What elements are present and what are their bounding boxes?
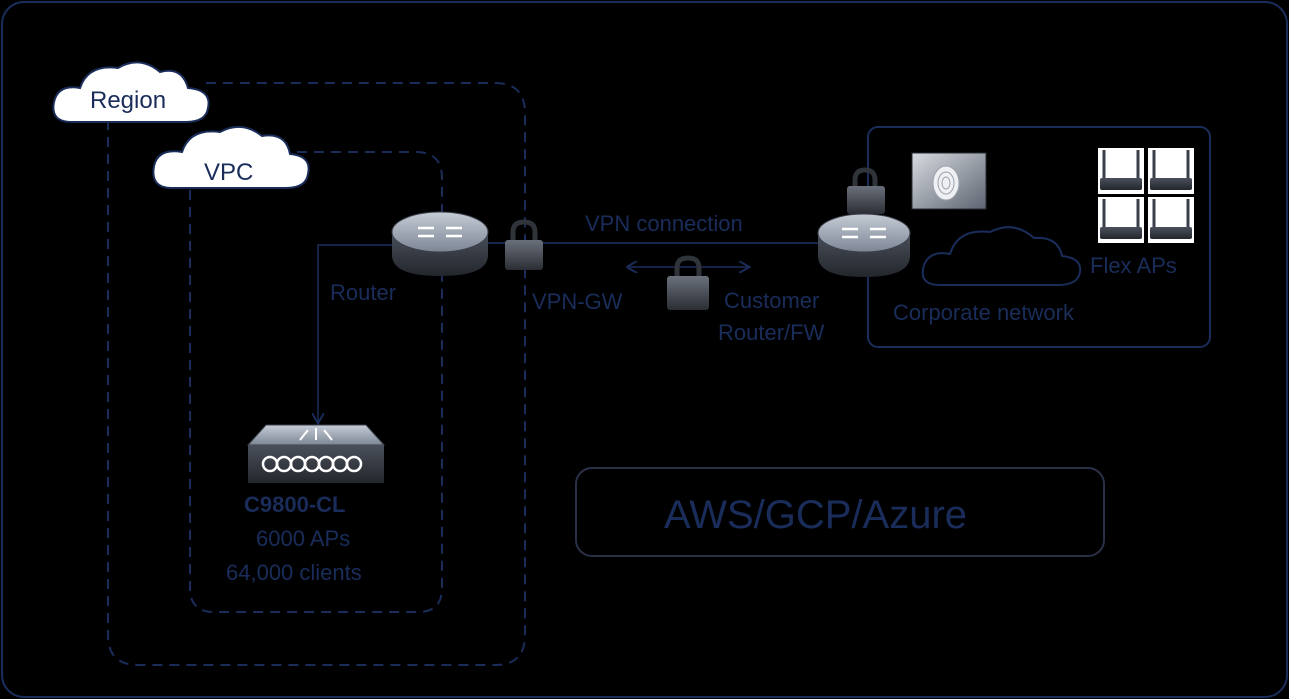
corporate-cloud-icon (921, 226, 1082, 286)
router-controller-link (318, 244, 392, 422)
fingerprint-server-icon (911, 152, 987, 210)
cloud-providers-box (575, 467, 1105, 557)
region-label: Region (90, 87, 166, 114)
flex-aps-icon (1098, 148, 1194, 243)
region-boundary (107, 82, 526, 666)
vpc-boundary (189, 151, 443, 613)
flex-aps-label: Flex APs (1090, 253, 1177, 278)
customer-router-label-line1: Customer (724, 288, 819, 313)
controller-name: C9800-CL (244, 492, 345, 517)
vpn-connection-label: VPN connection (585, 211, 743, 236)
cloud-providers-label: AWS/GCP/Azure (664, 493, 967, 537)
router-icon (391, 211, 489, 276)
vpn-gw-label: VPN-GW (532, 289, 623, 314)
vpc-cloud-icon (152, 125, 310, 189)
corporate-network-label: Corporate network (893, 300, 1075, 325)
controller-aps: 6000 APs (256, 526, 350, 551)
router-label: Router (330, 280, 396, 305)
customer-lock-icon (847, 167, 885, 214)
wireless-controller-icon (246, 424, 386, 483)
controller-clients: 64,000 clients (226, 560, 362, 585)
customer-router-icon (817, 213, 911, 277)
vpn-gw-lock-icon (505, 219, 543, 270)
region-cloud-icon (52, 61, 210, 123)
vpc-label: VPC (204, 159, 253, 186)
vpn-tunnel-lock-icon (667, 255, 709, 310)
customer-router-label-line2: Router/FW (718, 320, 825, 345)
